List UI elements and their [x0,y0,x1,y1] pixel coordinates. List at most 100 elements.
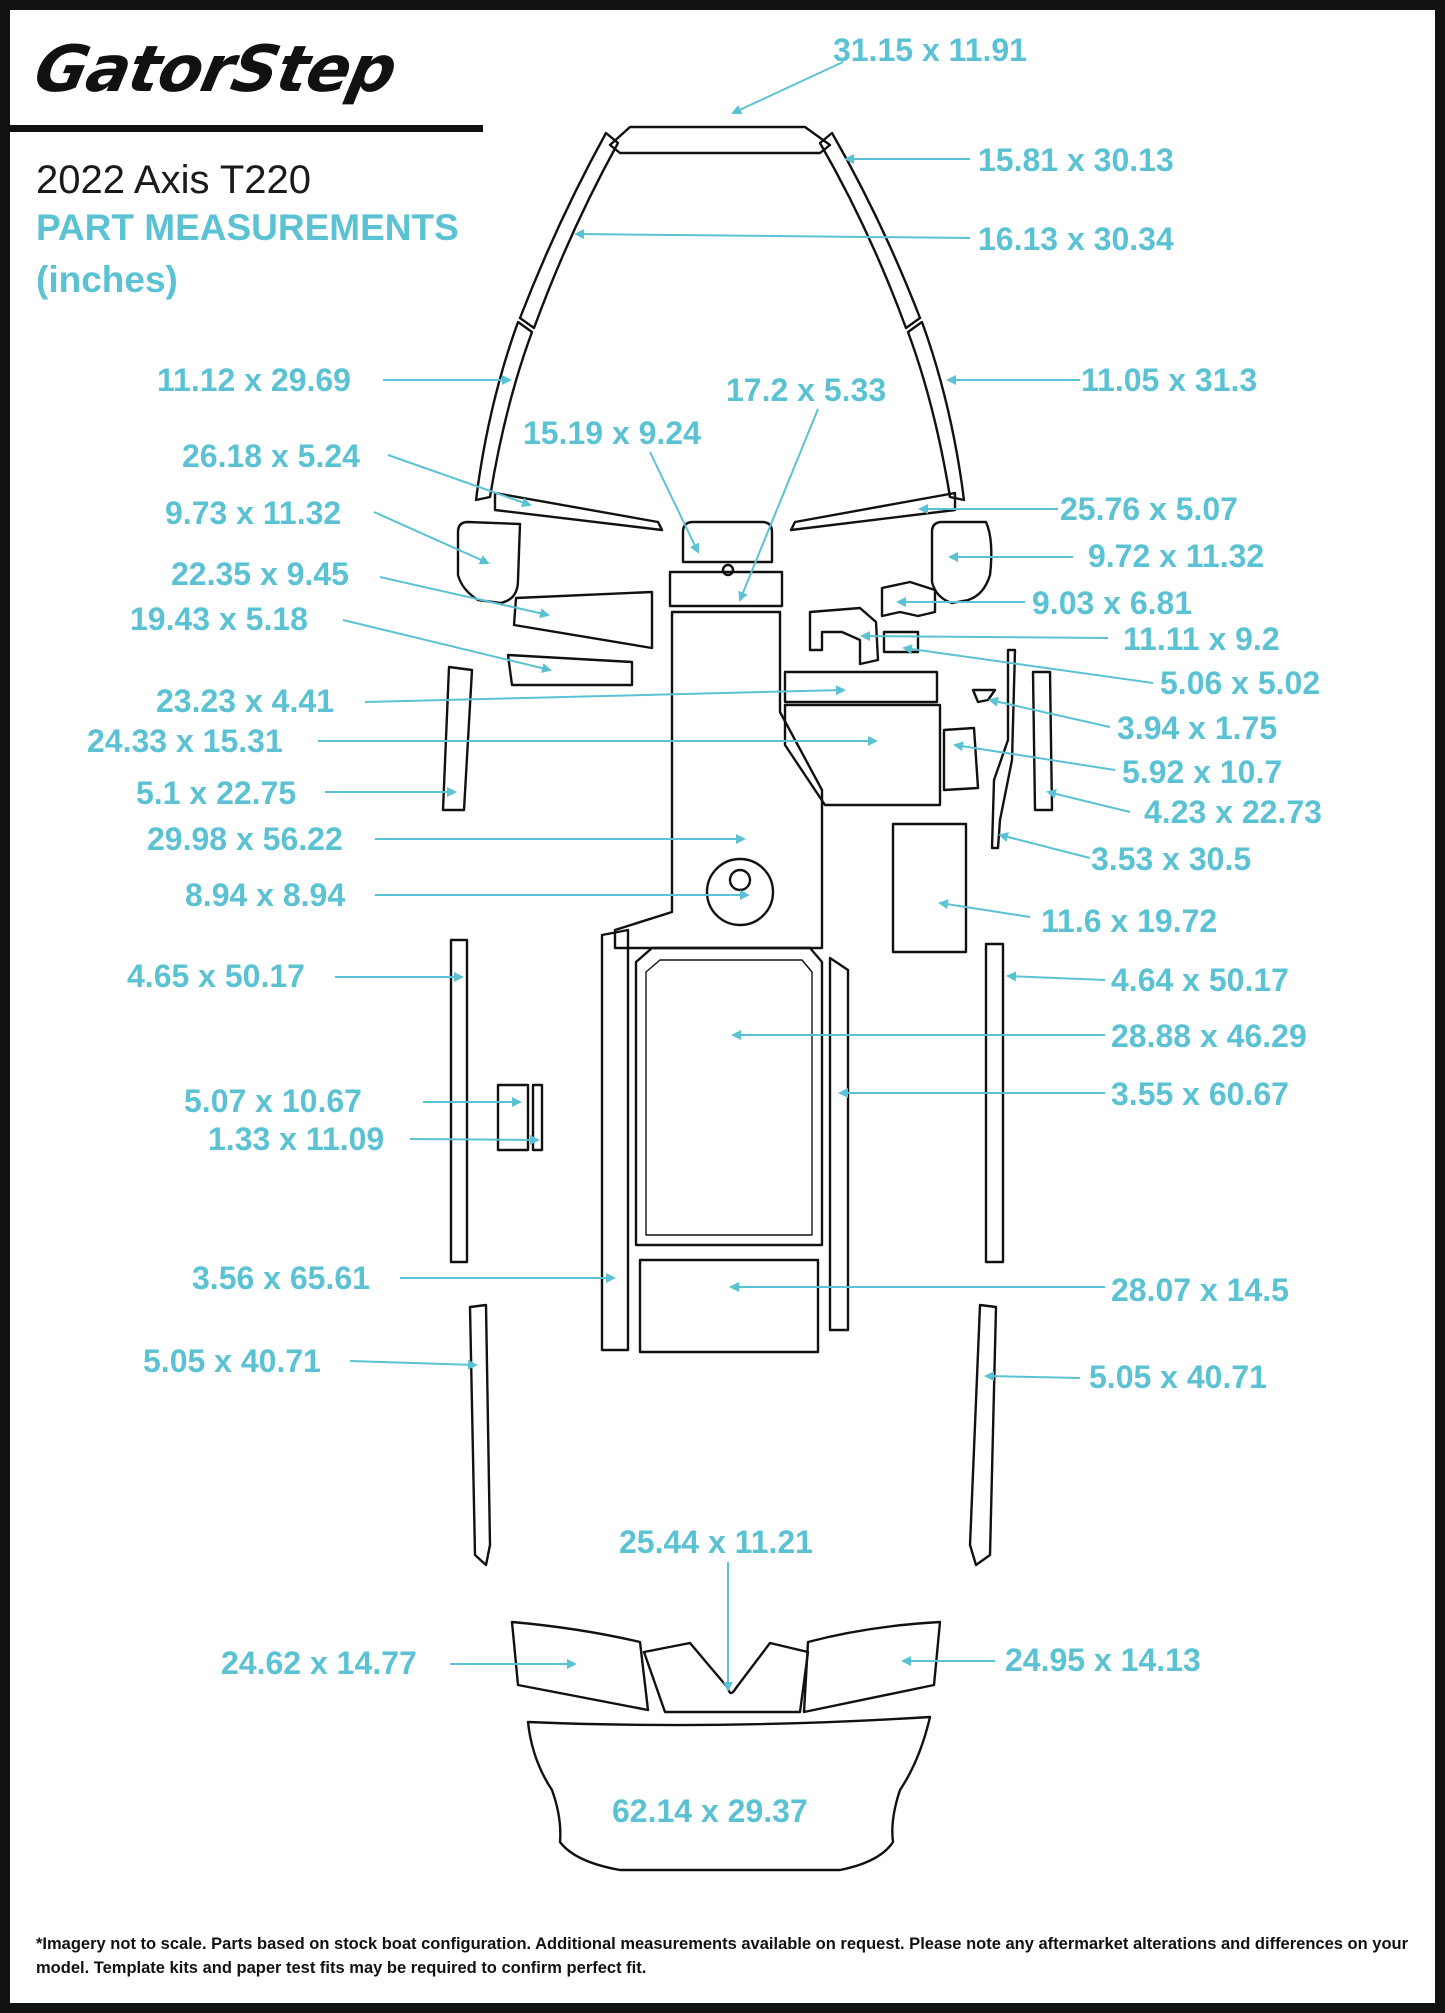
leader-hatch-lid [649,451,700,554]
part-dash-strip [783,670,939,704]
label-r-long: 4.64 x 50.17 [1111,962,1289,998]
label-hatch-lid: 15.19 x 9.24 [523,415,701,451]
part-left-long [449,938,469,1264]
part-center-hatch-inner [645,959,813,1236]
label-l-gunwale: 3.56 x 65.61 [192,1260,370,1296]
leader-r-bar [1046,789,1131,813]
leader-small-square [902,644,1154,684]
label-small-b: 1.33 x 11.09 [208,1121,384,1157]
label-l-pad: 9.73 x 11.32 [165,495,341,531]
leader-small-b [409,1134,540,1145]
part-stern-left [510,1620,650,1712]
label-bow-r2: 11.05 x 31.3 [1081,362,1257,398]
label-l-step: 22.35 x 9.45 [171,556,349,592]
label-r-aft: 5.05 x 40.71 [1089,1359,1267,1395]
part-left-step-2 [506,653,634,687]
logo-underline [10,125,483,132]
part-right-aft [968,1303,998,1567]
part-fwd-tray [668,570,784,608]
part-left-pad [456,520,522,605]
label-dash-piece: 11.11 x 9.2 [1123,621,1280,657]
leader-r-small [953,741,1116,771]
part-bow-left-2 [474,320,534,502]
label-main-floor: 29.98 x 56.22 [147,821,343,857]
label-l-aft: 5.05 x 40.71 [143,1343,321,1379]
part-right-strip [789,491,957,532]
label-r-bar: 4.23 x 22.73 [1144,794,1322,830]
label-fwd-tray: 17.2 x 5.33 [726,372,886,408]
leader-dash-strip [364,685,846,703]
leader-dash-piece [860,631,1109,642]
label-l-strip: 26.18 x 5.24 [182,438,360,474]
label-bow-l2: 11.12 x 29.69 [157,362,351,398]
part-right-gunwale [828,956,850,1332]
part-center-hatch [634,946,824,1247]
part-small-b [531,1083,544,1152]
leader-r-panel [938,899,1031,918]
part-left-aft [468,1303,492,1567]
part-bow-left-1 [518,131,620,330]
leader-l-aft [349,1359,478,1370]
part-bow-top [608,125,832,155]
part-dash-piece [808,606,880,666]
part-console-floor [783,703,942,807]
label-bow-r1: 15.81 x 30.13 [978,142,1174,178]
part-cup-inner [728,868,752,892]
label-dash-bracket: 9.03 x 6.81 [1032,585,1192,621]
label-dash-strip: 23.23 x 4.41 [156,683,334,719]
leader-r-long [1006,971,1106,982]
part-stern-right [802,1620,942,1714]
label-small-a: 5.07 x 10.67 [184,1083,362,1119]
label-cup: 8.94 x 8.94 [185,877,345,913]
leader-tiny-tab [988,696,1111,728]
part-cup-outer [705,857,775,927]
label-r-gunwale: 3.55 x 60.67 [1111,1076,1289,1112]
leader-l-step [379,576,550,619]
label-r-strip: 25.76 x 5.07 [1060,491,1238,527]
part-left-step [512,590,654,650]
label-small-square: 5.06 x 5.02 [1160,665,1320,701]
part-aft-hatch [638,1258,820,1354]
label-center-hatch: 28.88 x 46.29 [1111,1018,1307,1054]
label-console-floor: 24.33 x 15.31 [87,723,283,759]
leader-r-slim [998,832,1091,859]
part-small-square [882,630,920,654]
disclaimer-footnote: *Imagery not to scale. Parts based on st… [36,1935,1409,1977]
label-stern-center: 25.44 x 11.21 [619,1524,813,1560]
label-r-pad: 9.72 x 11.32 [1088,538,1264,574]
label-l-long: 4.65 x 50.17 [127,958,305,994]
leader-l-step-2 [342,619,552,673]
label-swim-platform: 62.14 x 29.37 [612,1793,808,1829]
label-l-step-2: 19.43 x 5.18 [130,601,308,637]
part-swim-platform [526,1715,932,1872]
part-main-floor [613,610,824,950]
leader-r-aft [984,1371,1081,1382]
model-title: 2022 Axis T220 [36,158,312,202]
label-r-panel: 11.6 x 19.72 [1041,903,1217,939]
part-bow-right-1 [818,131,922,330]
part-right-small [942,726,980,792]
part-tiny-tab [971,688,997,704]
leader-l-pad [373,511,490,565]
label-aft-hatch: 28.07 x 14.5 [1111,1272,1289,1308]
leader-bow-l1 [574,229,971,240]
part-dash-bracket [880,580,937,618]
label-stern-right: 24.95 x 14.13 [1005,1642,1201,1678]
leader-fwd-tray [738,408,819,602]
part-left-strip [493,491,664,532]
part-stern-center [642,1641,810,1714]
label-tiny-tab: 3.94 x 1.75 [1117,710,1277,746]
part-hatch-hole [721,563,735,577]
part-left-bar [441,665,474,812]
part-small-a [496,1083,530,1152]
label-r-slim: 3.53 x 30.5 [1091,841,1251,877]
label-stern-left: 24.62 x 14.77 [221,1645,417,1681]
part-right-bar [1031,670,1054,812]
leader-bow-top [731,61,844,115]
label-l-bar: 5.1 x 22.75 [136,775,296,811]
part-right-pad [930,520,993,605]
page-title: PART MEASUREMENTS [36,207,459,248]
label-bow-l1: 16.13 x 30.34 [978,221,1174,257]
